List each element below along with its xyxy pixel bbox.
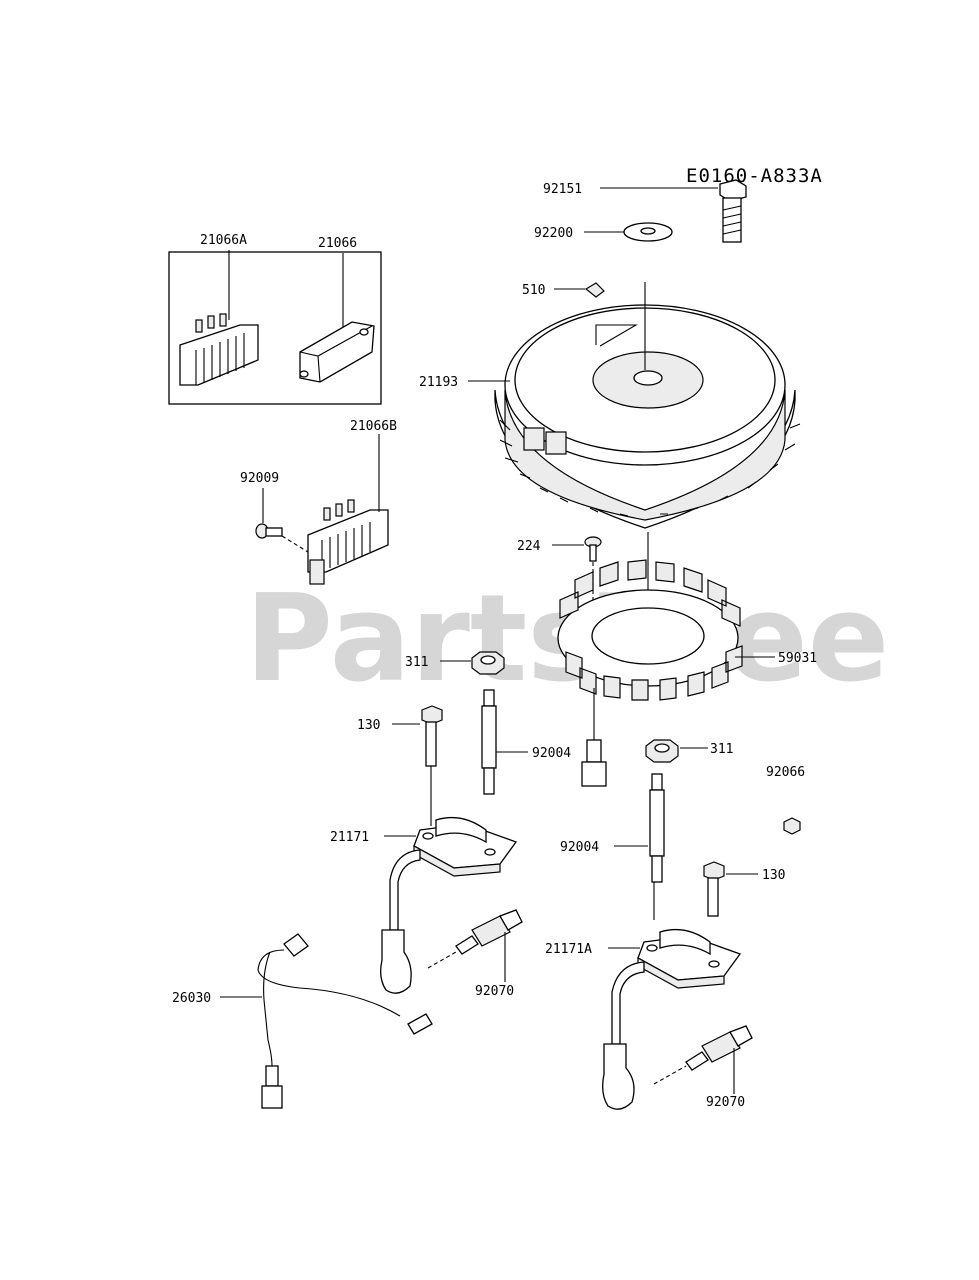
regulator-21066A[interactable]	[179, 313, 259, 386]
bolt-130-left[interactable]	[421, 705, 443, 767]
label-21066B: 21066B	[350, 419, 397, 434]
ignition-coil-21171A[interactable]	[602, 928, 742, 1110]
label-224: 224	[517, 539, 541, 554]
label-92004-upper: 92004	[532, 746, 571, 761]
label-21171: 21171	[330, 830, 369, 845]
nut-311-lower[interactable]	[645, 739, 679, 763]
label-92070-left: 92070	[475, 984, 514, 999]
label-92004-lower: 92004	[560, 840, 599, 855]
screw-92009[interactable]	[255, 523, 283, 539]
dash-92009	[281, 535, 309, 553]
label-92200: 92200	[534, 226, 573, 241]
regulator-21066[interactable]	[299, 321, 375, 383]
label-92066: 92066	[766, 765, 805, 780]
dash-92070-right	[653, 1065, 687, 1085]
stud-92004-lower[interactable]	[649, 773, 665, 883]
label-26030: 26030	[172, 991, 211, 1006]
label-510: 510	[522, 283, 545, 298]
label-311-lower: 311	[710, 742, 733, 757]
ignition-coil-21171[interactable]	[380, 816, 518, 994]
label-21066: 21066	[318, 236, 357, 251]
bolt-92151[interactable]	[719, 179, 747, 243]
nut-92066[interactable]	[783, 817, 801, 835]
label-21066A: 21066A	[200, 233, 247, 248]
wire-harness-26030[interactable]	[257, 933, 433, 1109]
flywheel-21193[interactable]	[494, 282, 801, 529]
label-92070-right: 92070	[706, 1095, 745, 1110]
label-21171A: 21171A	[545, 942, 592, 957]
spark-plug-92070-left[interactable]	[455, 909, 523, 955]
regulator-21066B[interactable]	[307, 499, 389, 585]
label-130-right: 130	[762, 868, 785, 883]
label-92009: 92009	[240, 471, 279, 486]
label-92151: 92151	[543, 182, 582, 197]
key-510[interactable]	[584, 282, 605, 298]
stud-92004-upper[interactable]	[481, 689, 497, 795]
label-130-left: 130	[357, 718, 380, 733]
dash-92070-left	[427, 951, 457, 969]
label-59031: 59031	[778, 651, 817, 666]
nut-311-upper[interactable]	[471, 651, 505, 675]
regulator-inset-box	[168, 251, 382, 405]
stator-59031[interactable]	[557, 559, 743, 787]
bolt-224[interactable]	[584, 536, 602, 562]
label-311-upper: 311	[405, 655, 428, 670]
diagram-code: E0160-A833A	[686, 165, 823, 187]
washer-92200[interactable]	[623, 222, 673, 242]
bolt-130-right[interactable]	[703, 861, 725, 917]
label-21193: 21193	[419, 375, 458, 390]
spark-plug-92070-right[interactable]	[685, 1025, 753, 1071]
